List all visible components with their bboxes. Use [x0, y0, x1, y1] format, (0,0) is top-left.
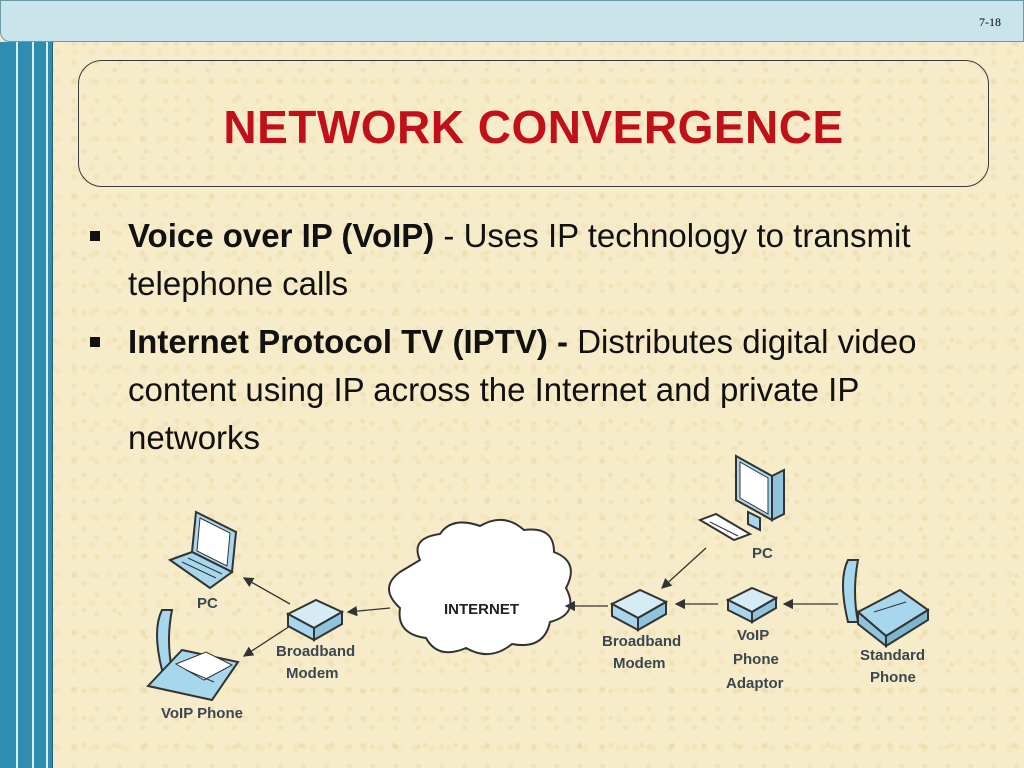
voip-adaptor-label-1: VoIP: [737, 627, 769, 644]
bullet-term: Voice over IP (VoIP): [128, 217, 435, 254]
sidebar-stripe: [46, 42, 48, 768]
bullet-text: Distributes digital video content using …: [128, 323, 917, 456]
left-modem-label-2: Modem: [286, 665, 339, 682]
right-pc-label: PC: [752, 545, 773, 562]
bullet-marker: [90, 231, 100, 241]
left-pc-label: PC: [197, 595, 218, 612]
right-modem-label-2: Modem: [613, 655, 666, 672]
bullet-item-iptv: Internet Protocol TV (IPTV) - Distribute…: [90, 318, 990, 462]
voip-adaptor-label-3: Adaptor: [726, 675, 784, 692]
title-box: NETWORK CONVERGENCE: [78, 60, 989, 187]
bullet-marker: [90, 337, 100, 347]
modem-icon: [609, 588, 669, 632]
slide-number: 7-18: [979, 15, 1001, 29]
arrow-modem-to-phone: [242, 625, 291, 657]
arrow-modem-to-pc: [242, 577, 291, 605]
slide-title: NETWORK CONVERGENCE: [223, 100, 844, 153]
standard-phone-label-1: Standard: [860, 647, 925, 664]
internet-label: INTERNET: [444, 601, 519, 618]
voip-adaptor-label-2: Phone: [733, 651, 779, 668]
arrow-internet-to-modem: [346, 605, 391, 617]
sidebar-stripe: [32, 42, 34, 768]
bullet-list: Voice over IP (VoIP) - Uses IP technolog…: [90, 212, 990, 472]
standard-phone-label-2: Phone: [870, 669, 916, 686]
bullet-item-voip: Voice over IP (VoIP) - Uses IP technolog…: [90, 212, 990, 308]
sidebar-decoration: [0, 42, 53, 768]
standard-phone-icon: [842, 559, 930, 649]
modem-icon: [285, 598, 345, 642]
sidebar-stripe: [16, 42, 18, 768]
voip-adaptor-icon: [725, 586, 779, 624]
header-bar: 7-18: [0, 0, 1024, 42]
voip-phone-icon: [146, 609, 240, 702]
desktop-pc-icon: [697, 454, 785, 542]
voip-phone-label: VoIP Phone: [161, 705, 243, 722]
arrow-pc-to-modem: [661, 547, 707, 589]
bullet-term: Internet Protocol TV (IPTV) -: [128, 323, 578, 360]
right-modem-label-1: Broadband: [602, 633, 681, 650]
bullet-text: - Uses IP technology to transmit telepho…: [128, 217, 911, 302]
left-modem-label-1: Broadband: [276, 643, 355, 660]
internet-cloud-icon: [388, 519, 572, 655]
laptop-icon: [167, 510, 238, 590]
